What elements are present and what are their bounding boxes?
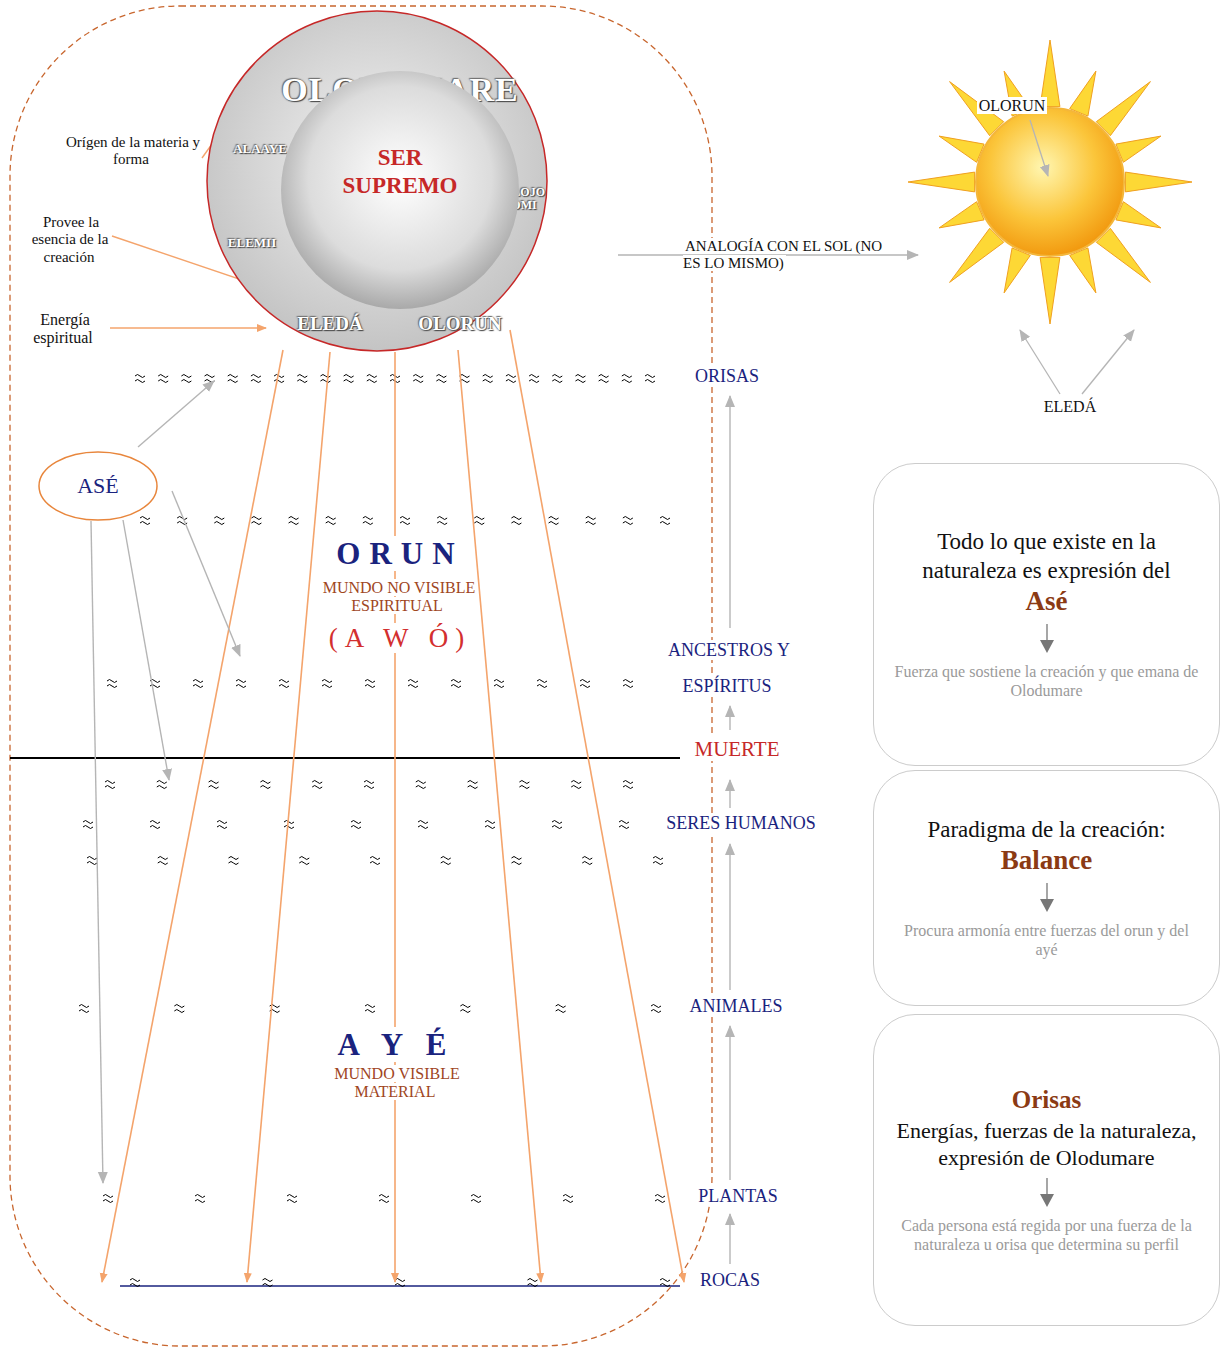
ase-label: ASÉ — [77, 473, 119, 499]
label-text: PLANTAS — [696, 1186, 780, 1206]
label-text: OLORUN — [977, 97, 1048, 114]
circle-name: ELEMII — [217, 236, 287, 250]
info-box: Paradigma de la creación:BalanceProcura … — [873, 770, 1220, 1006]
layer-label: (A W Ó) — [325, 623, 475, 654]
label-text: MUNDO VISIBLE MATERIAL — [332, 1065, 459, 1100]
down-arrow — [1039, 883, 1055, 913]
layer-label: ROCAS — [685, 1270, 775, 1291]
layer-label: ORISAS — [672, 366, 782, 387]
circle-name: ELEDÁ — [280, 314, 380, 334]
layer-label: ANALOGÍA CON EL SOL (NO ES LO MISMO) — [683, 238, 903, 273]
label-text: MUNDO NO VISIBLE ESPIRITUAL — [321, 579, 476, 614]
energy-rays — [102, 330, 684, 1282]
box-keyword: Asé — [1026, 585, 1068, 618]
label-text: MUERTE — [692, 737, 781, 761]
layer-label: ANIMALES — [676, 996, 796, 1017]
circle-name: ALAAYE — [225, 142, 295, 156]
label-text: A Y É — [336, 1027, 457, 1062]
box-heading: Todo lo que existe en la naturaleza es e… — [892, 528, 1201, 584]
label-text: Energía espiritual — [33, 311, 95, 346]
callout-label: Provee la esencia de la creación — [18, 214, 122, 266]
layer-label: MUERTE — [682, 737, 792, 761]
layer-label: ANCESTROS Y ESPÍRITUS — [658, 632, 798, 704]
circle-name: OLORUN — [405, 314, 515, 334]
callout-label: Orígen de la materia y forma — [57, 134, 207, 169]
layer-label: MUNDO NO VISIBLE ESPIRITUAL — [308, 579, 488, 616]
info-box: OrisasEnergías, fuerzas de la naturaleza… — [873, 1014, 1220, 1326]
label-text: Orígen de la materia y forma — [64, 134, 200, 167]
label-text: ANCESTROS Y ESPÍRITUS — [666, 640, 790, 696]
label-text: SERES HUMANOS — [664, 813, 818, 833]
label-text: ELEDÁ — [1042, 398, 1098, 415]
sun-rays — [908, 40, 1192, 324]
layer-label: PLANTAS — [683, 1186, 793, 1207]
sun-label: ELEDÁ — [1030, 398, 1110, 416]
box-heading: Energías, fuerzas de la naturaleza, expr… — [892, 1118, 1201, 1172]
info-box: Todo lo que existe en la naturaleza es e… — [873, 463, 1220, 766]
box-note: Procura armonía entre fuerzas del orun y… — [892, 921, 1201, 960]
label-text: Provee la esencia de la creación — [32, 214, 109, 265]
supreme-title: SER SUPREMO — [320, 144, 480, 199]
label-text: ORISAS — [693, 366, 761, 386]
box-keyword: Balance — [1001, 844, 1093, 877]
sun-core — [976, 108, 1124, 256]
down-arrow — [1039, 624, 1055, 654]
label-text: ROCAS — [698, 1270, 762, 1290]
label-text: ANALOGÍA CON EL SOL (NO ES LO MISMO) — [683, 238, 882, 271]
supreme-circle: OLODUMAREALAAYEOLOJO OMIELEMIIELEDÁOLORU… — [206, 10, 548, 352]
ase-ellipse: ASÉ — [38, 451, 158, 521]
layer-label: A Y É — [331, 1027, 461, 1063]
layer-label: MUNDO VISIBLE MATERIAL — [316, 1065, 476, 1102]
box-note: Fuerza que sostiene la creación y que em… — [892, 662, 1201, 701]
wave-rows — [79, 375, 670, 1287]
label-text: ORUN — [334, 536, 465, 571]
sun-leaders — [1020, 120, 1134, 394]
region-outline — [10, 6, 712, 1346]
inner-circle: SER SUPREMO — [280, 70, 520, 310]
label-text: (A W Ó) — [327, 623, 474, 653]
label-text: ANIMALES — [688, 996, 785, 1016]
layer-label: ORUN — [320, 536, 480, 572]
death-line — [10, 757, 680, 759]
sun-label: OLORUN — [962, 97, 1062, 115]
down-arrow — [1039, 1178, 1055, 1208]
layer-label: SERES HUMANOS — [661, 813, 821, 834]
box-keyword: Orisas — [1012, 1085, 1081, 1116]
callout-label: Energía espiritual — [14, 311, 114, 348]
box-heading: Paradigma de la creación: — [927, 816, 1165, 844]
box-note: Cada persona está regida por una fuerza … — [892, 1216, 1201, 1255]
